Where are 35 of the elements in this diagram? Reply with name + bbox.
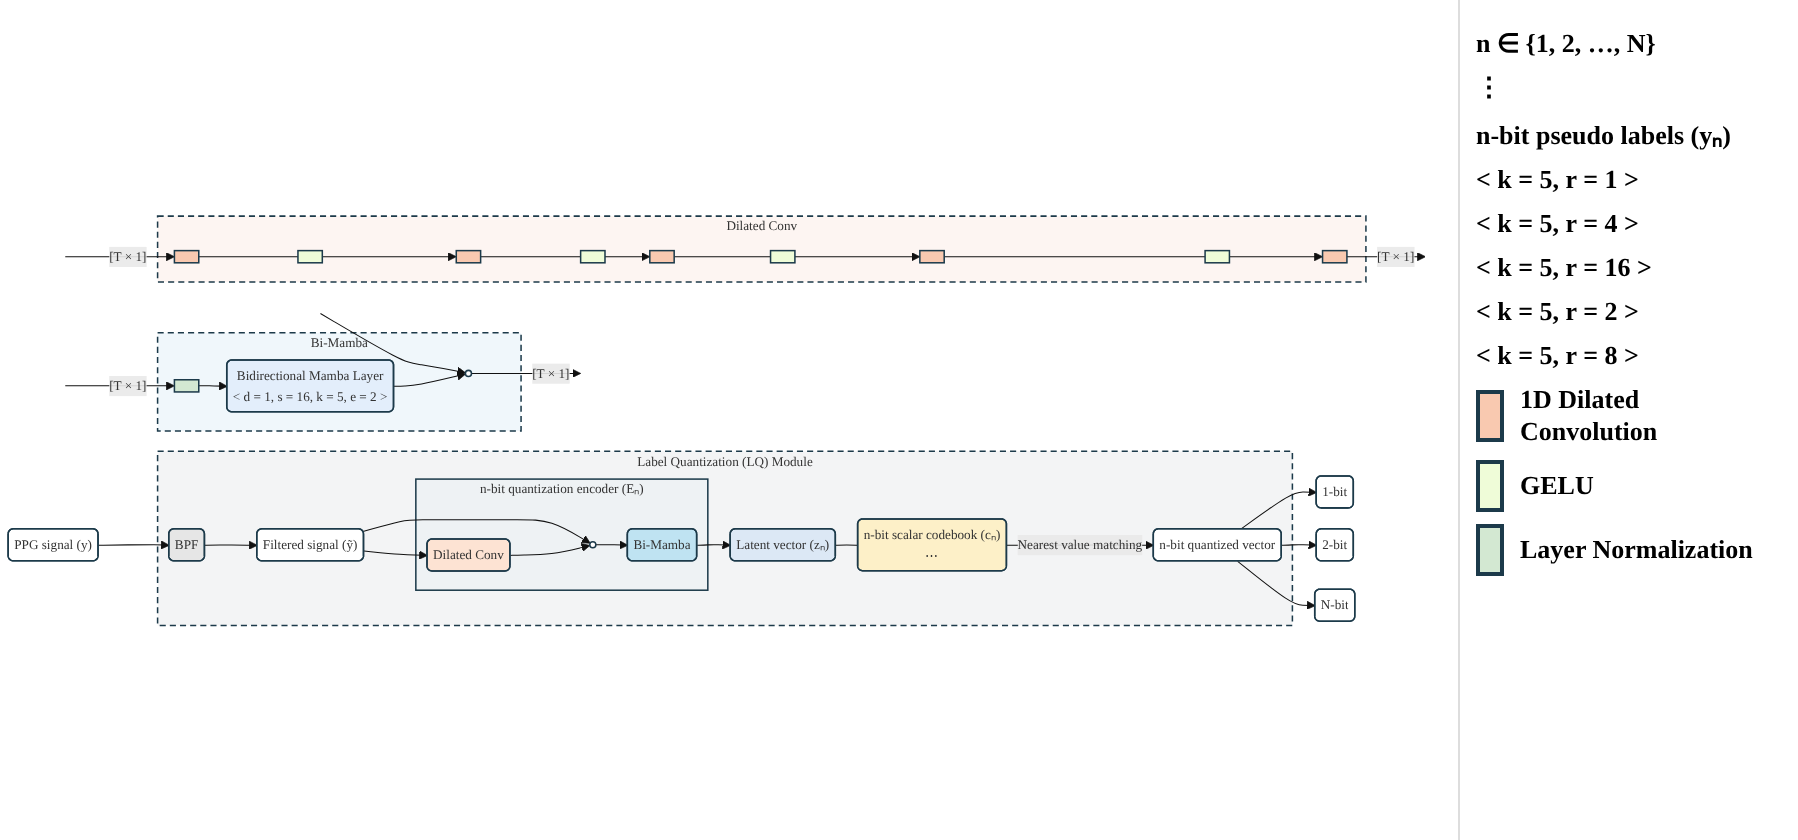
arrow [363, 549, 428, 559]
arrow [321, 251, 457, 261]
connector-line [198, 255, 299, 257]
arrow [319, 312, 466, 375]
arrow [1281, 539, 1318, 549]
note-text: < k = 5, r = 1 > [1476, 164, 1641, 196]
sum-circle [464, 368, 473, 377]
arrow [1237, 559, 1316, 609]
arrow [509, 542, 591, 556]
arrow [1239, 486, 1318, 529]
arrow [1228, 251, 1323, 261]
sum-circle [589, 540, 597, 548]
connector-line [943, 255, 1206, 257]
legend-label: GELU [1520, 470, 1594, 502]
arrow [794, 251, 921, 261]
note-text: < k = 5, r = 4 > [1476, 208, 1641, 240]
arrow [604, 251, 651, 261]
connector-line [480, 255, 582, 257]
note-text: < k = 5, r = 2 > [1476, 296, 1641, 328]
arrow [393, 370, 466, 387]
note-text: < k = 5, r = 16 > [1476, 252, 1654, 284]
connector-line [673, 255, 772, 257]
legend-label: 1D Dilated Convolution [1520, 384, 1660, 448]
arrow [204, 539, 258, 549]
note-text: n-bit pseudo labels (yₙ) [1476, 118, 1733, 152]
arrow [98, 539, 170, 549]
arrow [696, 539, 732, 549]
legend-label: Layer Normalization [1520, 534, 1753, 566]
note-text: ⋮ [1476, 72, 1504, 104]
note-text: < k = 5, r = 8 > [1476, 340, 1641, 372]
note-text: n ∈ {1, 2, …, N} [1476, 28, 1658, 60]
arrow [362, 518, 591, 543]
arrow [198, 380, 228, 390]
connector-line [835, 543, 859, 545]
arrow [595, 539, 629, 549]
